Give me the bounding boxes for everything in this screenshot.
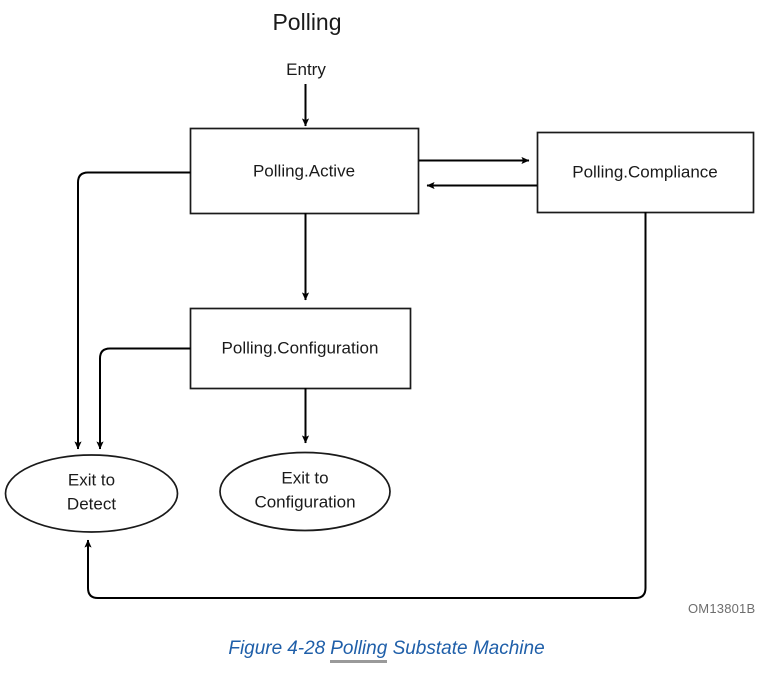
document-code-label: OM13801B [688,601,755,616]
edge-active-to-exit-detect [74,171,191,450]
edge-configuration-to-exit-detect [96,347,191,450]
exit-node-exit-to-detect[interactable] [4,454,179,533]
exit-to-configuration-label-line2: Configuration [254,492,355,511]
exit-to-detect-label-line2: Detect [67,494,116,513]
caption-figure-number: 4-28 [287,638,326,659]
caption-title-part2: Substate Machine [392,638,545,659]
edge-compliance-to-exit-detect [84,212,647,599]
entry-label: Entry [286,60,326,79]
caption-title-part1: Polling [330,638,388,663]
exit-to-detect-label-line1: Exit to [68,470,115,489]
diagram-title: Polling [272,9,341,35]
caption-figure-word: Figure [228,638,283,659]
state-polling-active-label: Polling.Active [253,161,355,180]
state-polling-configuration[interactable] [189,307,412,390]
exit-to-configuration-label-line1: Exit to [281,468,328,487]
state-polling-compliance-label: Polling.Compliance [572,162,718,181]
state-polling-compliance[interactable] [536,131,755,214]
exit-node-exit-to-configuration[interactable] [219,451,391,532]
state-polling-configuration-label: Polling.Configuration [222,338,379,357]
